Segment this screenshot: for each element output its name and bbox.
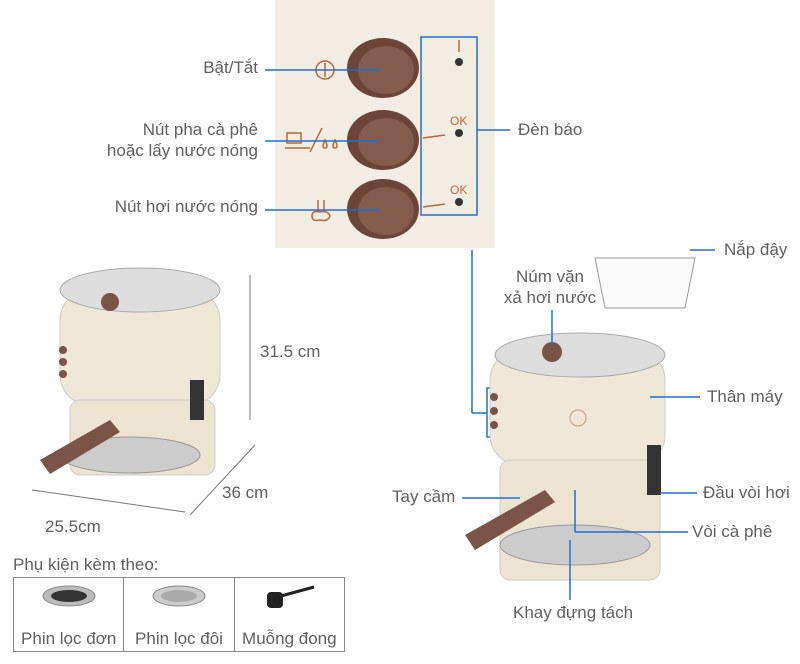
measuring-spoon-image: [267, 585, 315, 608]
dimension-width: 25.5cm: [45, 517, 101, 536]
accessories-title: Phụ kiện kèm theo:: [13, 555, 159, 574]
label-brew-line1: Nút pha cà phê: [142, 120, 258, 139]
part-leader-lines: [462, 249, 715, 600]
lid: [594, 257, 696, 309]
machine-right: [465, 257, 696, 581]
dimension-height: 31.5 cm: [260, 342, 321, 361]
accessory-single-filter: Phin lọc đơn: [14, 578, 125, 651]
label-drip-tray: Khay đựng tách: [513, 603, 634, 622]
control-panel-closeup: OK OK: [265, 0, 521, 438]
label-handle: Tay cầm: [392, 487, 456, 506]
brew-button: [347, 110, 419, 170]
accessory-double-filter: Phin lọc đôi: [124, 578, 235, 651]
machine-left: [40, 267, 221, 476]
accessory-label: Phin lọc đôi: [135, 629, 223, 648]
accessory-label: Muỗng đong: [242, 629, 337, 648]
accessories-table: Phin lọc đơn Phin lọc đôi Muỗng đong: [13, 577, 345, 652]
power-button: [347, 38, 419, 98]
label-steam-knob-1: Núm vặn: [515, 267, 585, 286]
label-body: Thân máy: [707, 387, 783, 406]
dimension-depth: 36 cm: [222, 483, 269, 502]
accessory-label: Phin lọc đơn: [21, 629, 117, 648]
label-coffee-spout: Vòi cà phê: [692, 522, 773, 541]
indicator-lights: [455, 58, 463, 206]
svg-text:OK: OK: [450, 114, 467, 128]
cup-water-icon: [285, 127, 338, 153]
label-indicator: Đèn báo: [518, 120, 583, 139]
svg-text:OK: OK: [450, 183, 467, 197]
accessory-measuring-spoon: Muỗng đong: [235, 578, 344, 651]
label-steam: Nút hơi nước nóng: [114, 197, 258, 216]
single-filter-image: [42, 585, 96, 607]
label-brew-line2: hoặc lấy nước nóng: [106, 141, 258, 160]
double-filter-image: [152, 585, 206, 607]
label-steam-nozzle: Đầu vòi hơi: [703, 483, 790, 502]
label-lid: Nắp đậy: [724, 240, 788, 259]
label-steam-knob-2: xả hơi nước: [503, 288, 597, 307]
label-power: Bật/Tắt: [203, 58, 258, 77]
steam-button: [347, 179, 419, 239]
dimension-lines: [31, 275, 256, 516]
